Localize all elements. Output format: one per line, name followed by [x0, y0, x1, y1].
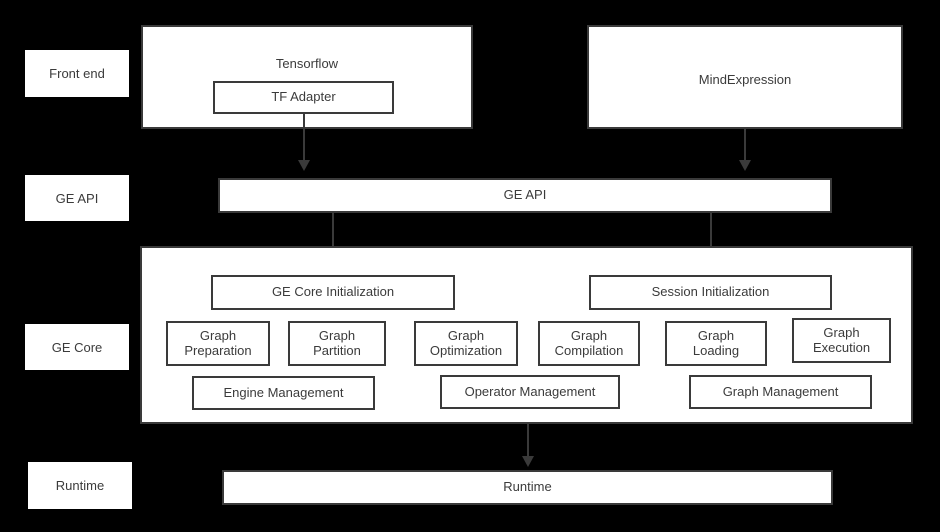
arrow-ge-core-to-runtime-line: [527, 424, 529, 464]
graph-management-box[interactable]: Graph Management: [689, 375, 872, 409]
arrow-ge-core-to-runtime-head: [522, 456, 534, 467]
graph-execution-label: Graph Execution: [812, 324, 871, 355]
graph-partition-label: Graph Partition: [313, 327, 361, 358]
session-initialization-box[interactable]: Session Initialization: [589, 275, 832, 310]
runtime-bar-label: Runtime: [503, 479, 552, 495]
mindexpression-container: MindExpression: [587, 25, 903, 129]
graph-optimization-box[interactable]: Graph Optimization: [414, 321, 518, 366]
tf-adapter-box[interactable]: TF Adapter: [213, 81, 394, 114]
runtime-bar[interactable]: Runtime: [222, 470, 833, 505]
graph-compilation-box[interactable]: Graph Compilation: [538, 321, 640, 366]
ge-api-bar-label: GE API: [503, 187, 547, 203]
graph-loading-label: Graph Loading: [692, 327, 740, 358]
stage-label-ge-api: GE API: [25, 175, 129, 221]
graph-preparation-label: Graph Preparation: [184, 327, 252, 358]
graph-optimization-label: Graph Optimization: [429, 327, 503, 358]
arrow-ge-api-to-session-init-line: [710, 213, 712, 263]
arrow-tf-adapter-to-ge-api-head: [298, 160, 310, 171]
arrow-mindexpression-to-ge-api-head: [739, 160, 751, 171]
graph-preparation-box[interactable]: Graph Preparation: [166, 321, 270, 366]
arrow-tf-adapter-to-ge-api-line: [303, 113, 305, 163]
graph-partition-box[interactable]: Graph Partition: [288, 321, 386, 366]
tensorflow-title: Tensorflow: [275, 56, 339, 71]
stage-label-ge-core: GE Core: [25, 324, 129, 370]
stage-label-ge-core-text: GE Core: [51, 339, 103, 355]
ge-api-bar[interactable]: GE API: [218, 178, 832, 213]
graph-management-label: Graph Management: [722, 383, 839, 399]
engine-management-label: Engine Management: [223, 384, 344, 400]
stage-label-front-end: Front end: [25, 50, 129, 97]
mindexpression-title: MindExpression: [698, 72, 792, 87]
stage-label-runtime-text: Runtime: [55, 478, 105, 493]
arrow-mindexpression-to-ge-api-line: [744, 129, 746, 163]
graph-execution-box[interactable]: Graph Execution: [792, 318, 891, 363]
stage-label-front-end-text: Front end: [49, 66, 105, 81]
engine-management-box[interactable]: Engine Management: [192, 376, 375, 410]
arrow-ge-api-to-ge-core-init-line: [332, 213, 334, 263]
session-initialization-label: Session Initialization: [651, 284, 770, 300]
ge-core-initialization-box[interactable]: GE Core Initialization: [211, 275, 455, 310]
graph-compilation-label: Graph Compilation: [554, 327, 624, 358]
graph-loading-box[interactable]: Graph Loading: [665, 321, 767, 366]
operator-management-label: Operator Management: [464, 383, 596, 399]
ge-core-initialization-label: GE Core Initialization: [271, 284, 395, 300]
stage-label-ge-api-text: GE API: [55, 190, 99, 206]
tf-adapter-label: TF Adapter: [271, 89, 336, 105]
stage-label-runtime: Runtime: [28, 462, 132, 509]
operator-management-box[interactable]: Operator Management: [440, 375, 620, 409]
